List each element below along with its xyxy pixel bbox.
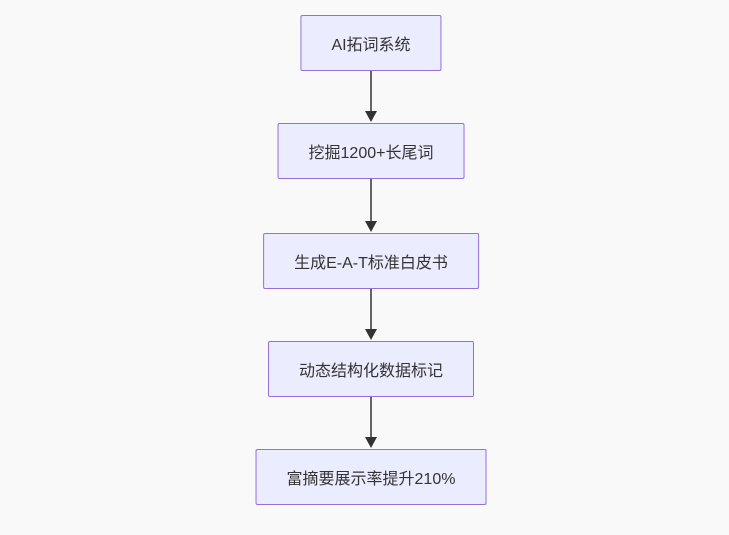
- flow-arrow-1: [365, 71, 377, 122]
- flow-node-eat-whitepaper: 生成E-A-T标准白皮书: [263, 233, 479, 289]
- flow-arrow-2: [365, 179, 377, 232]
- flow-node-label: 富摘要展示率提升210%: [286, 471, 456, 488]
- flow-node-structured-data-markup: 动态结构化数据标记: [267, 341, 475, 397]
- flow-node-longtail-mining: 挖掘1200+长尾词: [277, 123, 465, 179]
- flow-node-label: 生成E-A-T标准白皮书: [294, 255, 448, 272]
- flow-arrow-4: [365, 397, 377, 448]
- flow-node-label: 挖掘1200+长尾词: [308, 145, 434, 162]
- flow-node-ai-keyword-system: AI拓词系统: [300, 15, 442, 71]
- flow-node-rich-snippet-result: 富摘要展示率提升210%: [255, 449, 487, 505]
- flow-arrow-3: [365, 289, 377, 340]
- flow-node-label: 动态结构化数据标记: [298, 363, 444, 380]
- flow-node-label: AI拓词系统: [331, 37, 411, 54]
